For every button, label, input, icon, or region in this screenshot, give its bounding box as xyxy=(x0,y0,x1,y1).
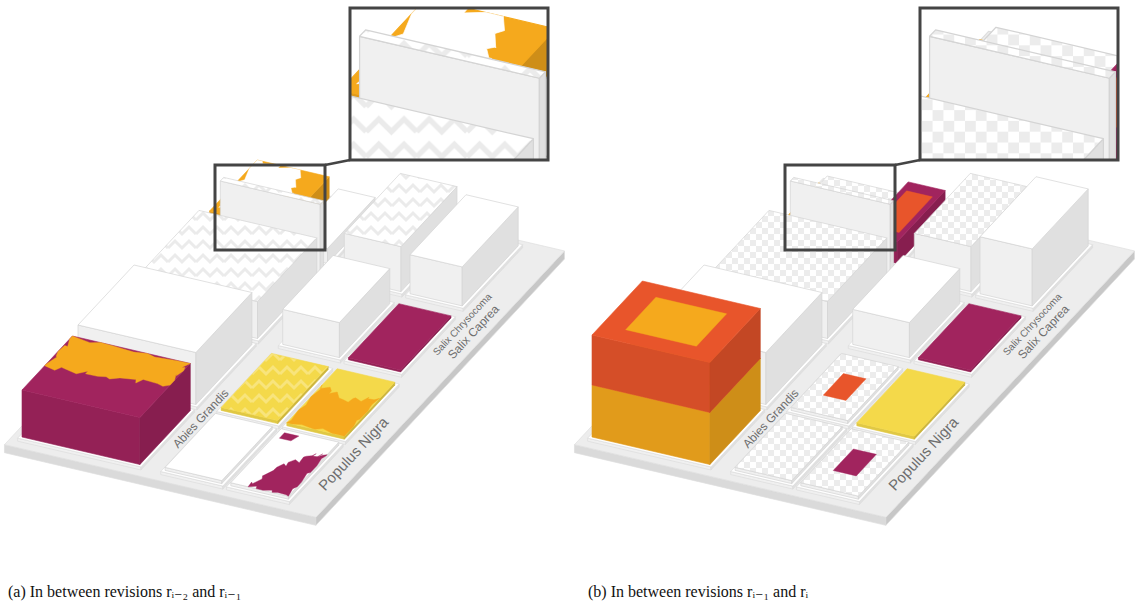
block-top xyxy=(592,281,760,363)
block-side xyxy=(1109,72,1115,160)
block-top xyxy=(283,255,390,322)
city-panel xyxy=(541,8,1135,612)
block-top xyxy=(348,304,451,370)
city-scene xyxy=(4,160,564,525)
zoom-inset xyxy=(350,8,548,160)
block-top xyxy=(4,178,564,517)
zoom-frame xyxy=(215,165,325,250)
block-top xyxy=(920,89,1103,160)
inset-scene xyxy=(920,23,1118,160)
block-top xyxy=(78,265,252,353)
block-top xyxy=(350,89,533,160)
block-top xyxy=(790,177,893,204)
zoom-frame xyxy=(785,165,895,250)
change-region xyxy=(833,449,876,476)
change-region xyxy=(45,336,191,386)
change-region xyxy=(626,297,727,346)
change-region xyxy=(248,454,327,496)
inset-frame xyxy=(350,8,548,160)
block-top xyxy=(980,177,1088,249)
zoom-inset xyxy=(920,8,1118,160)
block-top xyxy=(410,195,518,267)
block-top xyxy=(853,255,960,322)
zoom-leader xyxy=(325,160,350,165)
city-scene xyxy=(574,173,1134,525)
inset-frame xyxy=(920,8,1118,160)
block-top xyxy=(930,30,1116,78)
block-top xyxy=(360,30,546,78)
change-region xyxy=(279,433,298,441)
zoom-leader xyxy=(895,160,920,165)
subfigure-caption: (b) In between revisions rᵢ₋₁ and rᵢ xyxy=(588,582,808,601)
block-top xyxy=(22,336,190,418)
block-side xyxy=(890,201,893,275)
block-side xyxy=(320,201,323,275)
subfigure-caption: (a) In between revisions rᵢ₋₂ and rᵢ₋₁ xyxy=(8,582,241,601)
inset-scene xyxy=(350,8,548,160)
block-top xyxy=(220,177,323,204)
block-side xyxy=(539,72,545,160)
change-region xyxy=(823,374,866,401)
block-top xyxy=(918,304,1021,370)
city-panel xyxy=(0,0,979,612)
